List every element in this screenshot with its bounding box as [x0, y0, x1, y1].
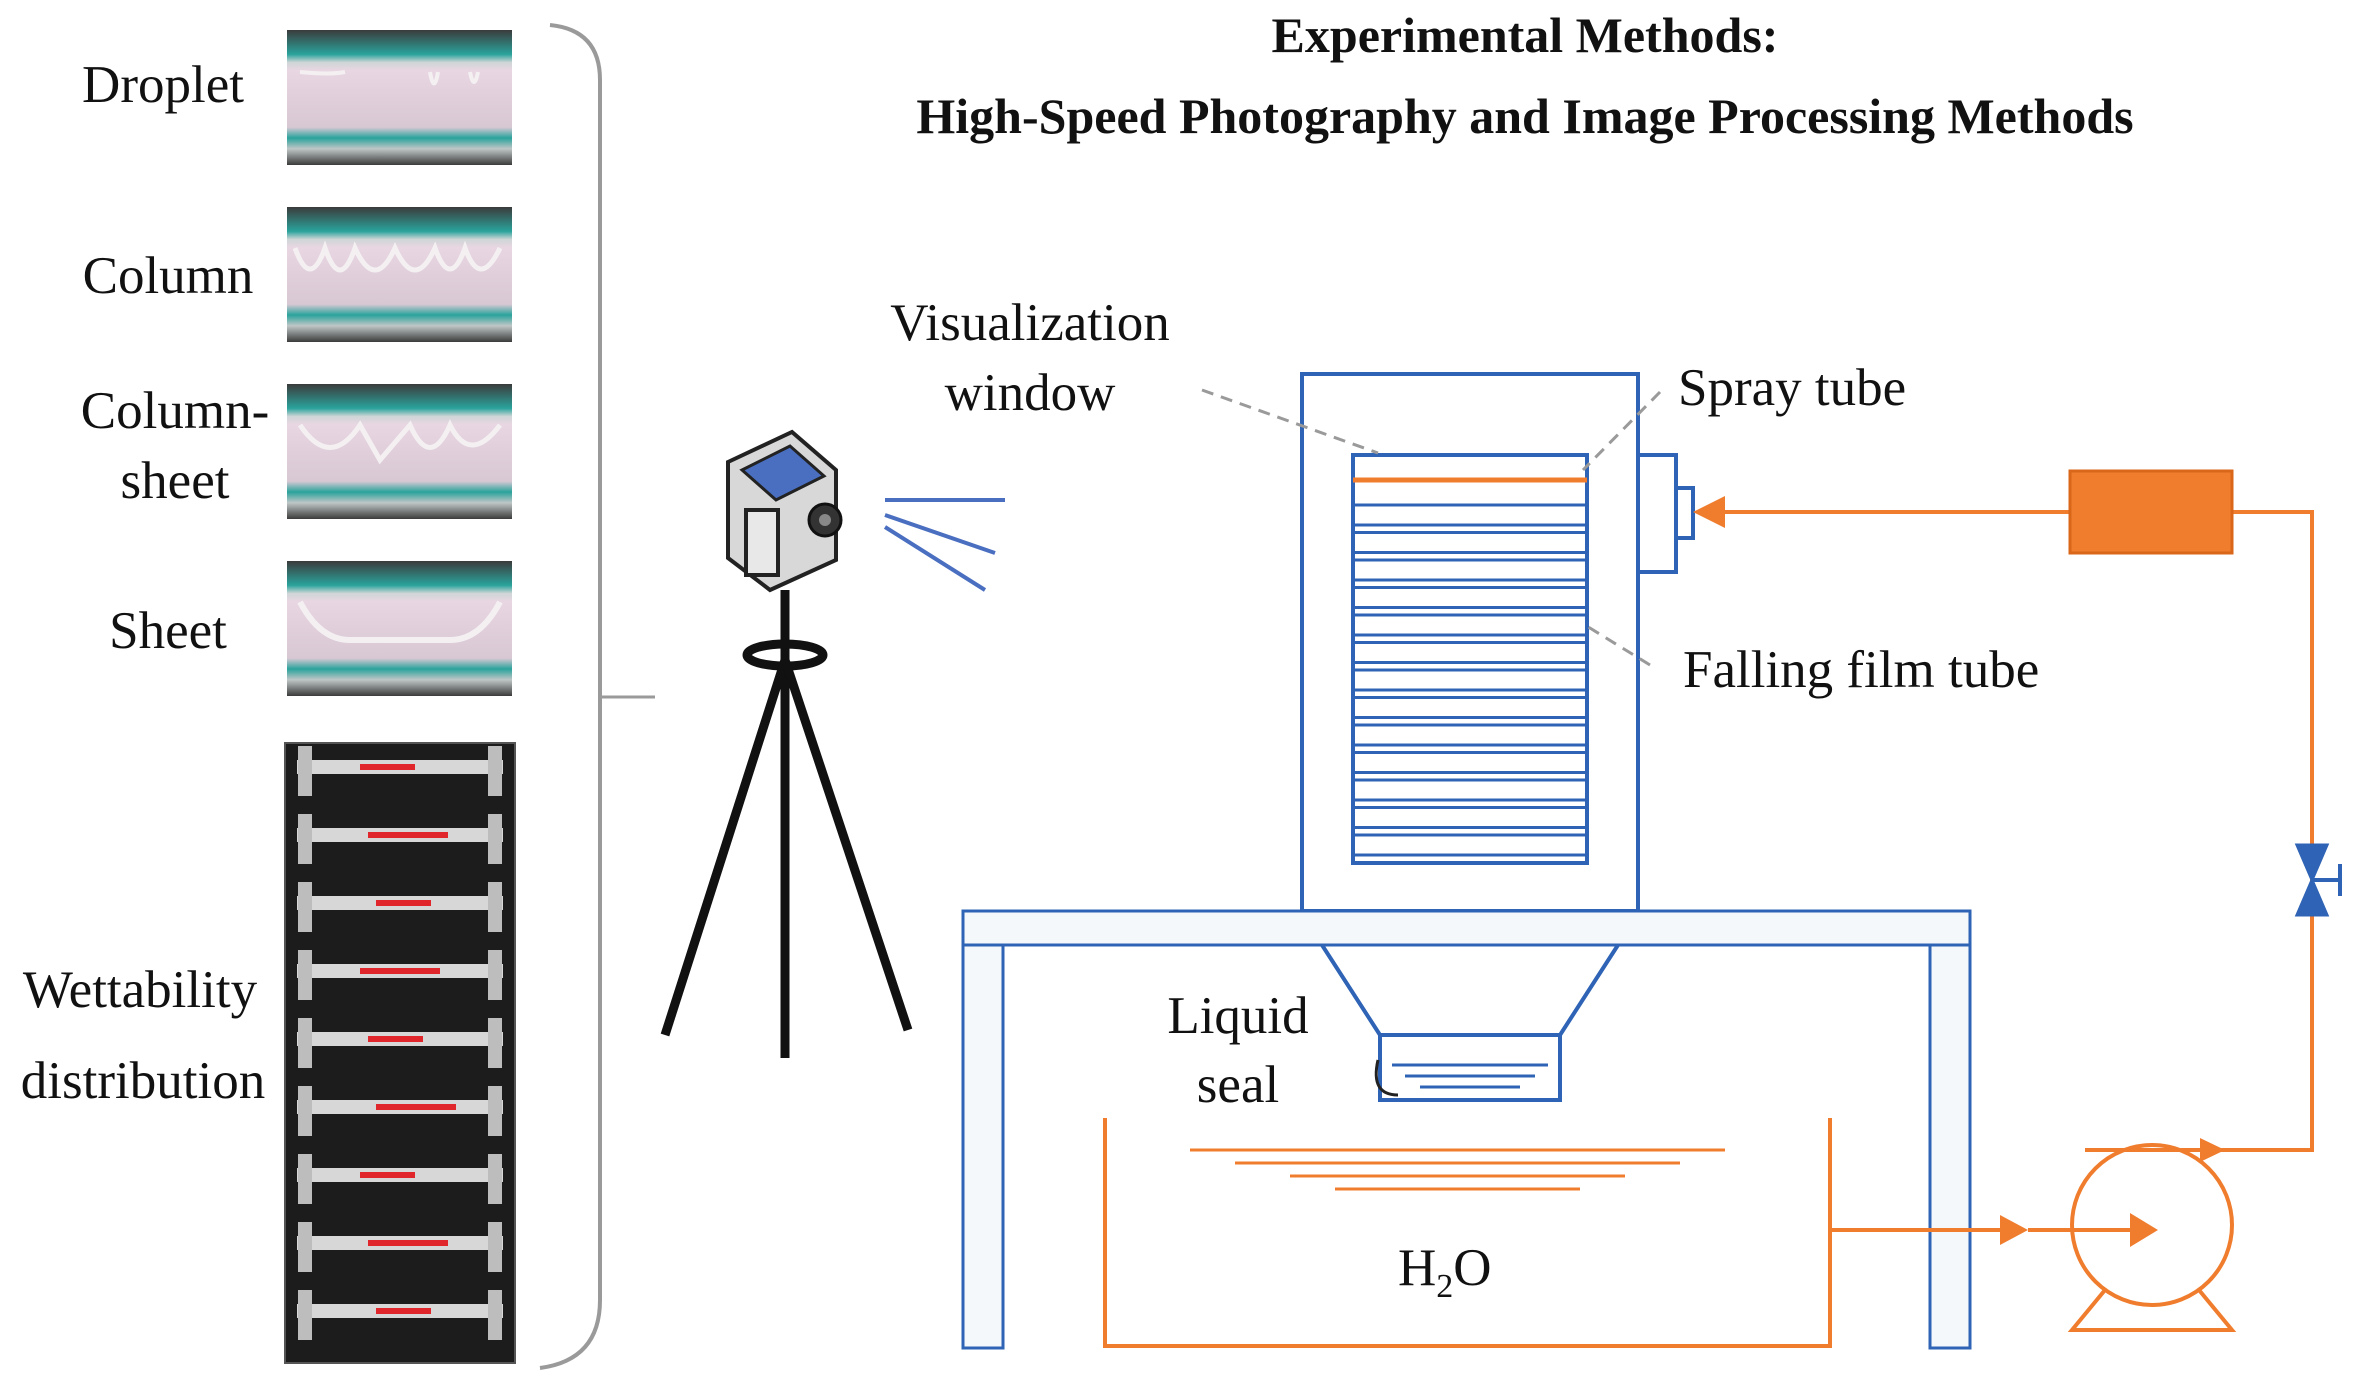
high-speed-camera-icon — [726, 429, 1005, 593]
photo-support — [298, 950, 312, 1000]
photo-support — [488, 1018, 502, 1068]
grouping-bracket — [539, 23, 602, 1370]
label-spray-tube: Spray tube — [1678, 359, 1906, 417]
falling-film-tube — [1351, 778, 1589, 802]
table-leg-left — [961, 943, 1005, 1350]
photo-support — [298, 1290, 312, 1340]
photo-support — [488, 814, 502, 864]
liquid-seal-box — [1378, 1033, 1562, 1102]
photo-support — [298, 1086, 312, 1136]
spray-inlet-box — [1636, 453, 1678, 574]
falling-film-tube — [1351, 586, 1589, 609]
label-visualization-window-1: Visualization — [890, 294, 1169, 352]
photo-wettability-distribution — [284, 742, 516, 1364]
falling-film-tube — [1351, 751, 1589, 774]
falling-film-tube — [1351, 806, 1589, 829]
falling-film-tube — [1351, 833, 1589, 857]
flow-pattern-panel: Droplet Column Column- sheet Sheet Wetta… — [21, 23, 655, 1370]
falling-film-tube — [1351, 668, 1589, 692]
label-column-sheet-2: sheet — [121, 452, 230, 510]
spray-inlet-nozzle — [1674, 486, 1695, 540]
photo-droplet — [287, 30, 512, 165]
photo-wet-mark — [368, 1240, 448, 1246]
label-column: Column — [83, 247, 254, 305]
photo-support — [298, 746, 312, 796]
title-line-1: Experimental Methods: — [1272, 7, 1779, 63]
label-droplet: Droplet — [82, 56, 244, 114]
photo-sheet — [287, 561, 512, 696]
photo-support — [488, 1154, 502, 1204]
supply-pipe — [2085, 510, 2314, 1152]
photo-support — [298, 1222, 312, 1272]
label-wettability-1: Wettability — [23, 961, 258, 1019]
photo-support — [488, 1086, 502, 1136]
falling-film-tube — [1351, 696, 1589, 719]
falling-film-tubes — [1351, 503, 1589, 857]
photo-wet-mark — [368, 1036, 423, 1042]
photo-wet-mark — [360, 1172, 415, 1178]
photo-column — [287, 207, 512, 342]
falling-film-tube — [1351, 723, 1589, 747]
photo-column-sheet — [287, 384, 512, 519]
photo-support — [298, 882, 312, 932]
visualization-window — [1351, 453, 1589, 865]
pump-icon — [2028, 1143, 2237, 1332]
photo-support — [488, 950, 502, 1000]
photo-support — [488, 746, 502, 796]
photo-wet-mark — [376, 1308, 431, 1314]
table-leg-right — [1928, 943, 1972, 1350]
photo-support — [488, 1290, 502, 1340]
photo-support — [298, 1154, 312, 1204]
falling-film-tube — [1351, 613, 1589, 637]
label-column-sheet-1: Column- — [81, 382, 269, 440]
photo-support — [298, 1018, 312, 1068]
photo-wet-mark — [360, 968, 440, 974]
label-falling-film-tube: Falling film tube — [1683, 641, 2039, 699]
photo-wet-mark — [376, 1104, 456, 1110]
photo-support — [488, 882, 502, 932]
label-visualization-window-2: window — [945, 364, 1117, 422]
label-water: H2O — [1398, 1239, 1492, 1305]
photo-wet-mark — [368, 832, 448, 838]
label-wettability-2: distribution — [21, 1052, 265, 1110]
photo-wet-mark — [360, 764, 415, 770]
label-liquid-seal-1: Liquid — [1167, 987, 1308, 1045]
photo-support — [488, 1222, 502, 1272]
tripod-icon — [660, 590, 913, 1058]
photo-support — [298, 814, 312, 864]
collection-funnel — [1320, 943, 1620, 1037]
water-tank — [1103, 1118, 1832, 1348]
falling-film-tube — [1351, 641, 1589, 664]
photo-wet-mark — [376, 900, 431, 906]
valve-icon — [2294, 843, 2342, 917]
label-liquid-seal-2: seal — [1197, 1056, 1279, 1114]
test-section — [961, 372, 2342, 1350]
falling-film-tube — [1351, 503, 1589, 527]
label-sheet: Sheet — [109, 602, 227, 660]
table-top — [961, 909, 1972, 947]
title-line-2: High-Speed Photography and Image Process… — [916, 88, 2133, 144]
falling-film-tube — [1351, 558, 1589, 582]
header-tank — [2068, 469, 2234, 555]
falling-film-tube — [1351, 531, 1589, 554]
